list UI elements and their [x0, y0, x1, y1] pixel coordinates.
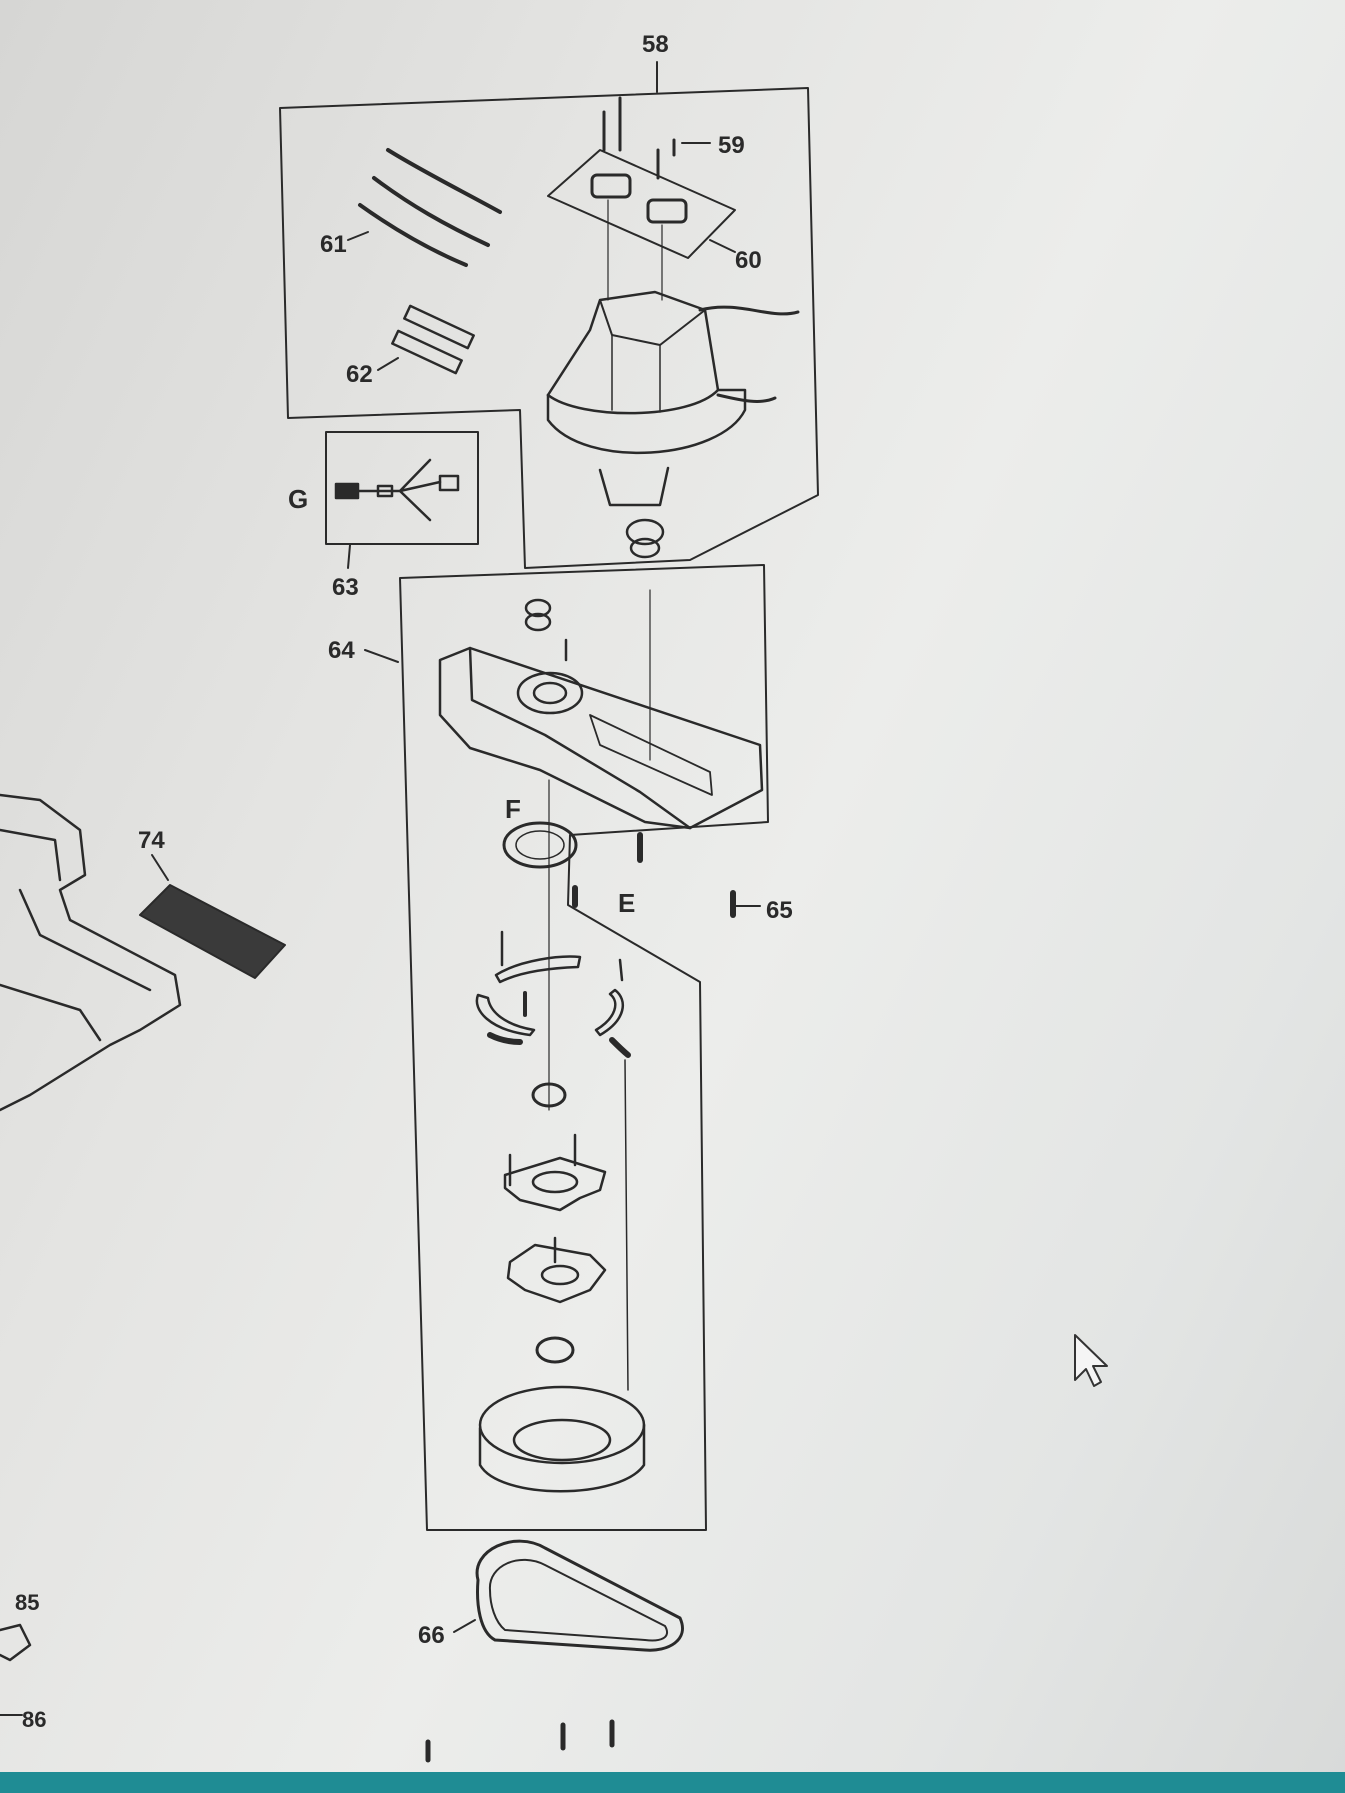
- group-box-58: [279, 87, 819, 569]
- label-62: 62: [346, 361, 373, 388]
- belt-part-66: [475, 1539, 684, 1652]
- bottom-screws: [425, 1719, 615, 1763]
- leader-74: [151, 854, 169, 881]
- label-63: 63: [332, 574, 359, 601]
- label-e: E: [618, 888, 635, 918]
- arrow-cursor-icon: [1074, 1334, 1108, 1387]
- carbon-brushes-part-62: [391, 304, 475, 375]
- leader-66: [453, 1619, 476, 1633]
- label-59: 59: [718, 132, 745, 159]
- gear-carrier: [506, 1236, 607, 1304]
- ring-gear: [502, 821, 578, 869]
- group-box-g: [325, 431, 479, 545]
- lever-parts: [475, 930, 631, 1058]
- screen-bottom-bar: [0, 1772, 1345, 1793]
- motor-stator-assembly: [546, 290, 800, 559]
- adjacent-housing-partial: [0, 793, 182, 1112]
- cable-set-part-61: [358, 148, 502, 267]
- label-85: 85: [15, 1590, 39, 1615]
- label-64: 64: [328, 637, 355, 664]
- part-85: [0, 1623, 32, 1662]
- label-65: 65: [766, 897, 793, 924]
- base-ring: [478, 1385, 646, 1493]
- label-60: 60: [735, 247, 762, 274]
- leader-61: [347, 231, 369, 241]
- pad-part-74: [139, 884, 286, 979]
- brush-holder-plate-part-60: [547, 149, 736, 259]
- gear-housing-base: [438, 589, 764, 830]
- bracket-plate: [503, 1133, 607, 1212]
- leader-62: [377, 357, 399, 371]
- label-58: 58: [642, 31, 669, 58]
- axis-line-right: [624, 1059, 629, 1391]
- label-g: G: [288, 484, 308, 514]
- leader-60: [709, 239, 736, 253]
- label-74: 74: [138, 827, 165, 854]
- label-86: 86: [22, 1707, 46, 1732]
- screws-part-59: [602, 96, 676, 180]
- label-66: 66: [418, 1622, 445, 1649]
- bearing-lower: [535, 1336, 575, 1364]
- brush-holders: [590, 173, 688, 224]
- group-box-64: [399, 564, 769, 1531]
- label-f: F: [505, 794, 521, 824]
- leader-63: [347, 544, 351, 569]
- switch-wiring-part-63: [334, 458, 460, 522]
- bearing: [531, 1082, 567, 1108]
- label-61: 61: [320, 231, 347, 258]
- leader-64: [364, 649, 399, 663]
